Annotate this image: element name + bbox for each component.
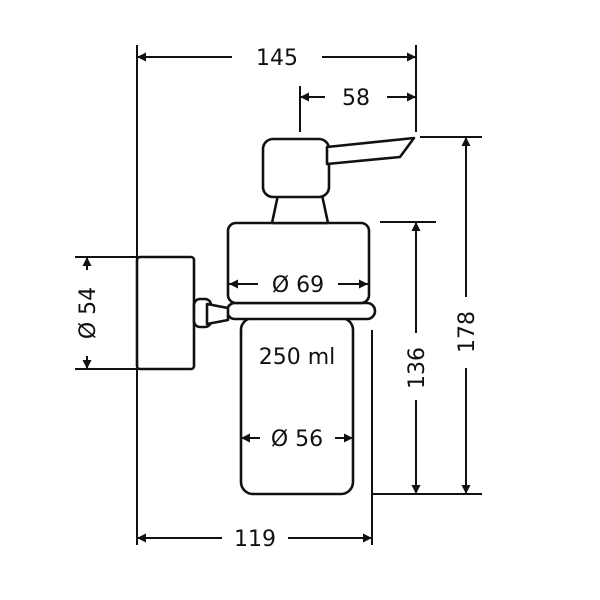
mount-bracket bbox=[205, 302, 230, 326]
pump-neck bbox=[270, 193, 330, 225]
wall-plate bbox=[135, 255, 196, 371]
dimension-depth-from-wall: 119 bbox=[137, 527, 372, 552]
dimension-label-pump-head-diameter: Ø 69 bbox=[272, 273, 324, 298]
dimension-lever-width: 58 bbox=[300, 86, 416, 111]
dimension-pump-head-diameter: Ø 69 bbox=[229, 273, 368, 298]
dimension-label-overall-height: 178 bbox=[455, 311, 480, 353]
holder-ring bbox=[225, 301, 377, 321]
capacity-label: 250 ml bbox=[259, 345, 336, 370]
dimension-label-container-diameter: Ø 56 bbox=[271, 427, 323, 452]
dimension-wall-mount-diameter: Ø 54 bbox=[76, 257, 101, 369]
dimension-container-height: 136 bbox=[405, 222, 430, 494]
dimension-container-diameter: Ø 56 bbox=[241, 427, 353, 452]
extension-lines bbox=[75, 45, 482, 545]
dimension-overall-height: 178 bbox=[455, 137, 480, 494]
dimension-label-lever-width: 58 bbox=[342, 86, 370, 111]
dimension-label-depth-from-wall: 119 bbox=[234, 527, 276, 552]
pump-head bbox=[261, 137, 331, 199]
pump-lever bbox=[325, 136, 416, 166]
dimension-label-overall-width: 145 bbox=[256, 46, 298, 71]
soap-dispenser bbox=[225, 136, 416, 496]
wall-mount bbox=[135, 255, 230, 371]
dimension-overall-width: 145 bbox=[137, 46, 416, 71]
dimension-label-container-height: 136 bbox=[405, 347, 430, 389]
dimension-label-wall-mount-diameter: Ø 54 bbox=[76, 287, 101, 339]
